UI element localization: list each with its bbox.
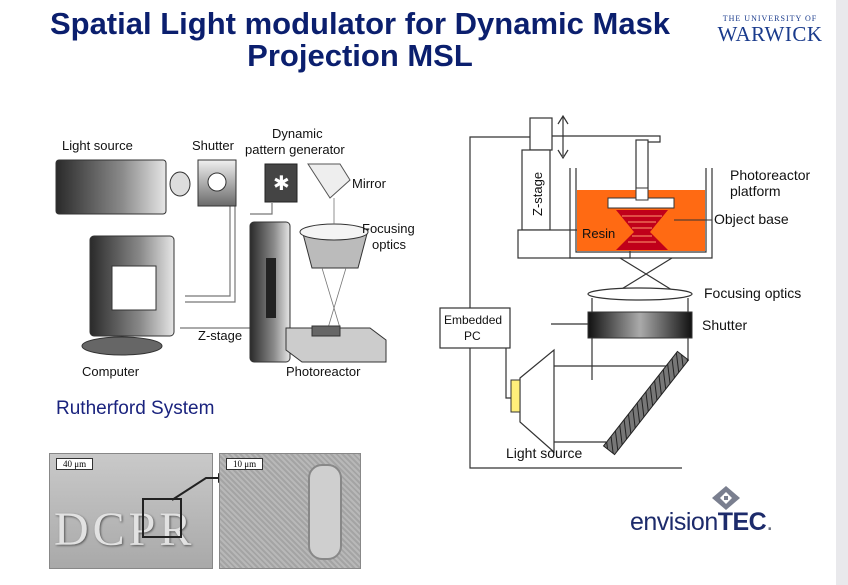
shutter-aperture [208, 173, 226, 191]
label-focusing-2: optics [372, 237, 406, 252]
label-shutter: Shutter [192, 138, 235, 153]
msl-system-diagram: Z-stage Photoreactor platform Object bas… [436, 112, 836, 472]
label-photoreactor-2: platform [730, 183, 781, 199]
rutherford-system-diagram: ✱ Light source Shutter Dynamic pattern g… [40, 118, 430, 383]
micro-feature [308, 464, 342, 560]
scale-bar-right: 10 μm [226, 458, 263, 470]
slide-title: Spatial Light modulator for Dynamic Mask… [10, 8, 710, 72]
light-bulb [511, 380, 520, 412]
label-pattern-gen-1: Dynamic [272, 126, 323, 141]
label-focusing-1: Focusing [362, 221, 415, 236]
label-embedded-2: PC [464, 329, 481, 343]
brand-dot: . [766, 508, 772, 536]
label-light-source: Light source [62, 138, 133, 153]
label-mirror: Mirror [352, 176, 387, 191]
computer-base [82, 337, 162, 355]
z-actuator [530, 118, 552, 150]
label-embedded-1: Embedded [444, 313, 502, 327]
title-line-1: Spatial Light modulator for Dynamic Mask [10, 8, 710, 40]
brand-part-1: envision [630, 508, 718, 536]
right-edge-bar [836, 0, 848, 585]
envisiontec-wordmark: envisionTEC. [630, 508, 773, 537]
warwick-logo: THE UNIVERSITY OF WARWICK [716, 14, 824, 45]
caption-rutherford: Rutherford System [56, 398, 214, 420]
label-object-base: Object base [714, 211, 789, 227]
label-shutter: Shutter [702, 317, 747, 333]
label-pattern-gen-2: pattern generator [245, 142, 345, 157]
label-light-source: Light source [506, 445, 582, 461]
label-z-stage: Z-stage [530, 172, 545, 216]
mirror-shape [308, 164, 350, 198]
z-stage-rail [266, 258, 276, 318]
focusing-lens [588, 288, 692, 300]
logo-line-2: WARWICK [716, 23, 824, 45]
label-photoreactor: Photoreactor [286, 364, 361, 379]
hatched-mirror [604, 351, 689, 454]
scale-bar-left: 40 μm [56, 458, 93, 470]
light-source-box [56, 160, 166, 214]
object-base-stem [636, 188, 648, 200]
brand-part-2: TEC [718, 508, 767, 536]
label-resin: Resin [582, 226, 615, 241]
micrograph-right: 10 μm [219, 453, 361, 569]
label-photoreactor-1: Photoreactor [730, 167, 810, 183]
focusing-lens [300, 224, 368, 240]
title-line-2: Projection MSL [10, 40, 710, 72]
photoreactor-part [312, 326, 340, 336]
pattern-star-icon: ✱ [273, 173, 290, 195]
label-focusing-optics: Focusing optics [704, 285, 801, 301]
label-z-stage: Z-stage [198, 328, 242, 343]
label-computer: Computer [82, 364, 140, 379]
shutter-bar [588, 312, 692, 338]
light-source-lens [170, 172, 190, 196]
computer-screen [112, 266, 156, 310]
light-source-cone [520, 350, 554, 452]
